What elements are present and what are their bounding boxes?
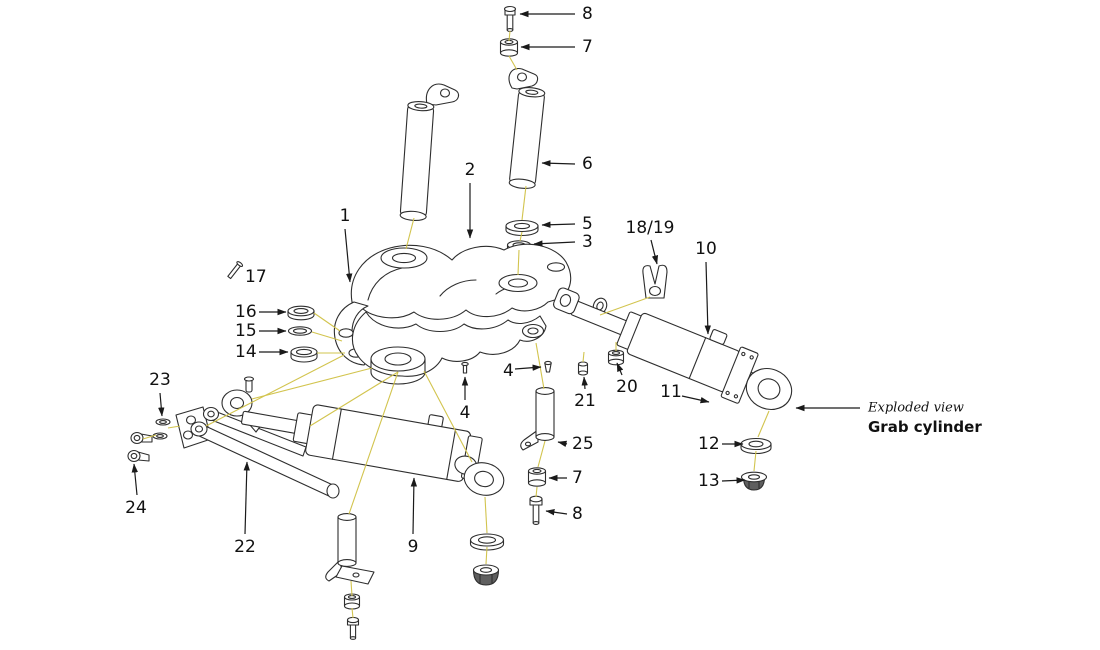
bolts-24 [127,431,153,463]
pin-25 [520,387,555,451]
callout-leader-8 [545,509,568,516]
callout-13: 13 [698,471,720,491]
callout-23: 23 [149,370,171,390]
callout-4: 4 [503,361,514,381]
cylinder-rod-2-clevis [425,83,460,106]
nut-20 [607,349,625,366]
nut-bottom [472,564,500,586]
callout-17: 17 [245,267,267,287]
callout-leader-10 [704,261,711,335]
callout-leader-24 [131,463,139,496]
callout-7: 7 [582,37,593,57]
callout-18-19: 18/19 [626,218,675,238]
fork-18-19 [642,264,668,299]
washer-bottom [469,533,505,551]
callout-leader-3 [533,240,576,247]
cylinder-6 [508,87,546,189]
rings-14-15-16 [287,305,318,363]
grab-frame-1-2 [333,243,572,385]
cylinder-9-eye [454,455,505,496]
callout-8: 8 [582,4,593,24]
callout-leader-21 [581,376,588,390]
callout-12: 12 [698,434,720,454]
cylinder-10-eye [745,368,793,410]
pin-4-left [461,361,469,374]
callout-22: 22 [234,537,256,557]
pin-17 [227,261,244,280]
bushing-7-bottom [527,467,547,487]
screw-8-top [503,5,517,32]
callout-leader-4 [514,364,542,371]
callout-5: 5 [582,214,593,234]
callout-20: 20 [616,377,638,397]
callout-7: 7 [572,468,583,488]
callout-9: 9 [408,537,419,557]
washer-12 [740,437,772,455]
callout-14: 14 [235,342,257,362]
callout-leader-22 [243,461,250,535]
callout-21: 21 [574,391,596,411]
cylinder-6-clevis [508,67,539,90]
callout-6: 6 [582,154,593,174]
assembly-name: Grab cylinder [868,418,982,436]
view-label: Exploded view [867,401,964,416]
callout-25: 25 [572,434,594,454]
callout-leader-23 [158,392,165,417]
nut-13 [740,471,768,491]
screw-8-bottom [529,495,543,525]
bushing-7-top [499,38,519,57]
pivot-pin-bottom [325,513,375,585]
callout-2: 2 [465,160,476,180]
callout-leader-13 [721,477,746,484]
screw-bottom [346,616,360,640]
washer-5 [505,219,539,237]
callout-16: 16 [235,302,257,322]
callout-leader-25 [557,440,568,447]
callout-leader-18-19 [650,239,659,265]
title-block: Exploded view Grab cylinder [795,401,982,436]
pin-4-right [544,360,552,373]
cylinder-rod-2 [399,101,435,221]
fitting-21 [577,361,589,376]
callout-leader-20 [616,362,624,376]
bushing-bottom [343,593,361,610]
callout-4: 4 [460,403,471,423]
assembly-axis-lines [142,30,770,619]
callout-leader-11 [681,395,710,404]
callout-15: 15 [235,321,257,341]
callout-8: 8 [572,504,583,524]
washers-23 [152,418,171,440]
callout-10: 10 [695,239,717,259]
callout-3: 3 [582,232,593,252]
callout-11: 11 [660,382,682,402]
link-arm-22 [190,406,340,499]
callout-24: 24 [125,498,147,518]
callout-leader-6 [541,160,576,167]
callout-leader-5 [541,221,576,228]
callout-leader-1 [344,228,353,283]
callout-leader-9 [410,477,418,535]
parts-layer [127,5,793,640]
callout-1: 1 [340,206,351,226]
